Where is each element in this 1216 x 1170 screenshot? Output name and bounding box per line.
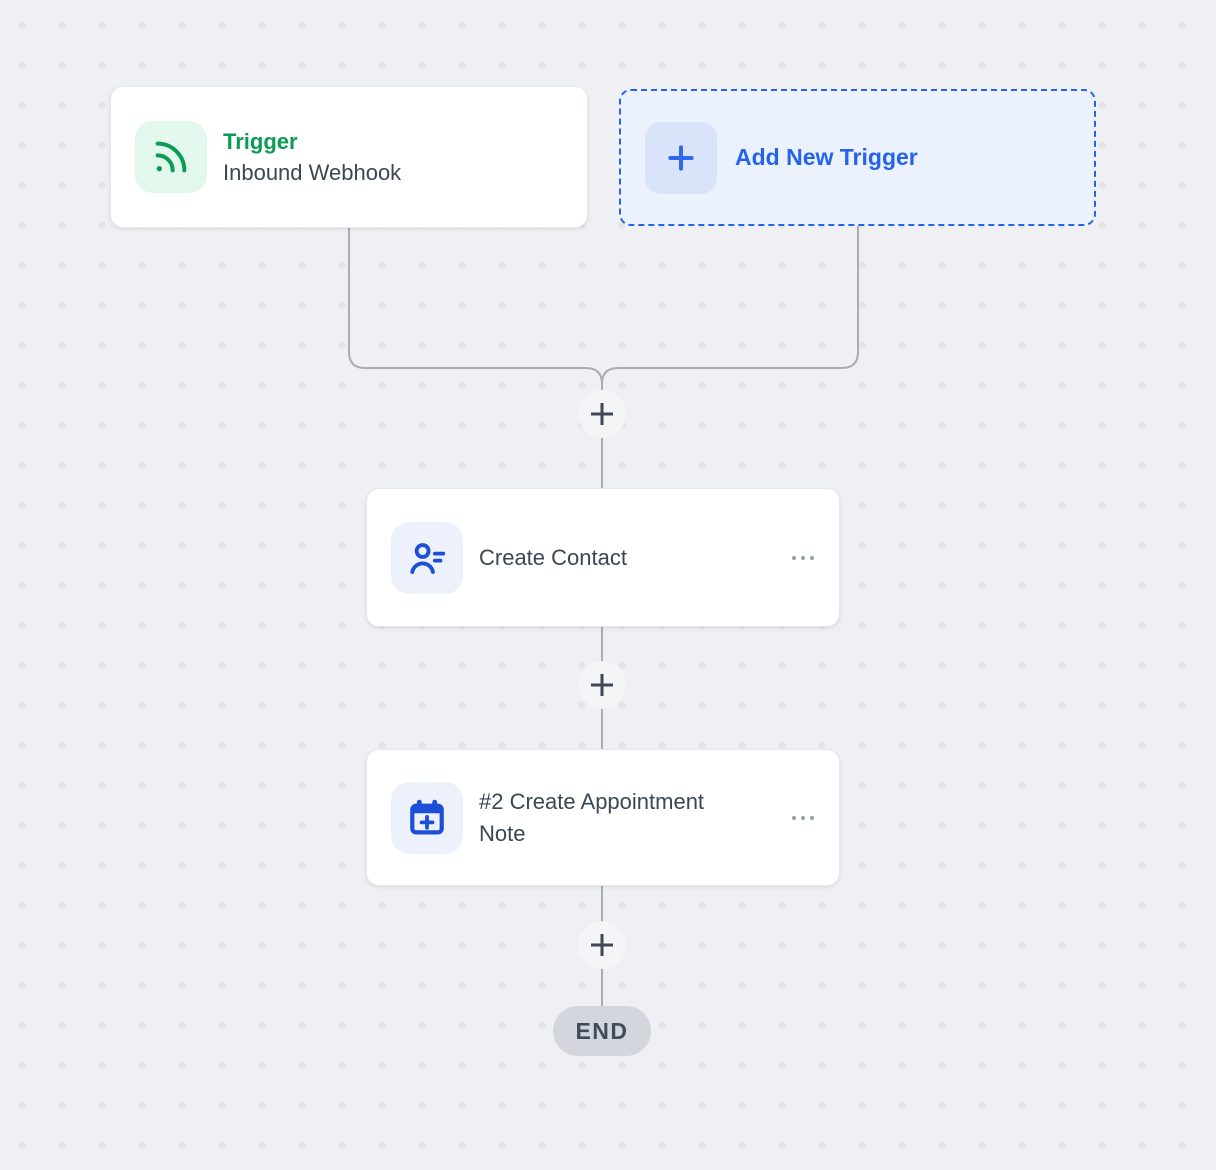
ellipsis-icon	[791, 815, 815, 820]
action-title: Create Contact	[479, 544, 627, 570]
plus-icon	[645, 121, 717, 194]
add-step-button[interactable]	[578, 390, 626, 438]
action-title: #2 Create Appointment Note	[479, 788, 705, 846]
action-node-create-contact[interactable]: Create Contact	[366, 488, 840, 627]
rss-icon	[135, 121, 207, 193]
action-menu-button[interactable]	[789, 804, 817, 832]
action-menu-button[interactable]	[789, 544, 817, 572]
ellipsis-icon	[791, 555, 815, 560]
calendar-plus-icon	[391, 781, 463, 854]
plus-icon	[591, 403, 613, 425]
trigger-node[interactable]: Trigger Inbound Webhook	[110, 86, 588, 228]
add-new-trigger-label: Add New Trigger	[735, 144, 918, 170]
action-node-create-appointment-note[interactable]: #2 Create Appointment Note	[366, 749, 840, 886]
plus-icon	[591, 934, 613, 956]
add-step-button[interactable]	[578, 661, 626, 709]
add-new-trigger-button[interactable]: Add New Trigger	[619, 89, 1096, 226]
contact-icon	[391, 521, 463, 594]
plus-icon	[591, 674, 613, 696]
add-step-button[interactable]	[578, 921, 626, 969]
trigger-title: Inbound Webhook	[223, 159, 402, 185]
end-node: END	[553, 1006, 651, 1056]
trigger-type-label: Trigger	[223, 128, 298, 154]
